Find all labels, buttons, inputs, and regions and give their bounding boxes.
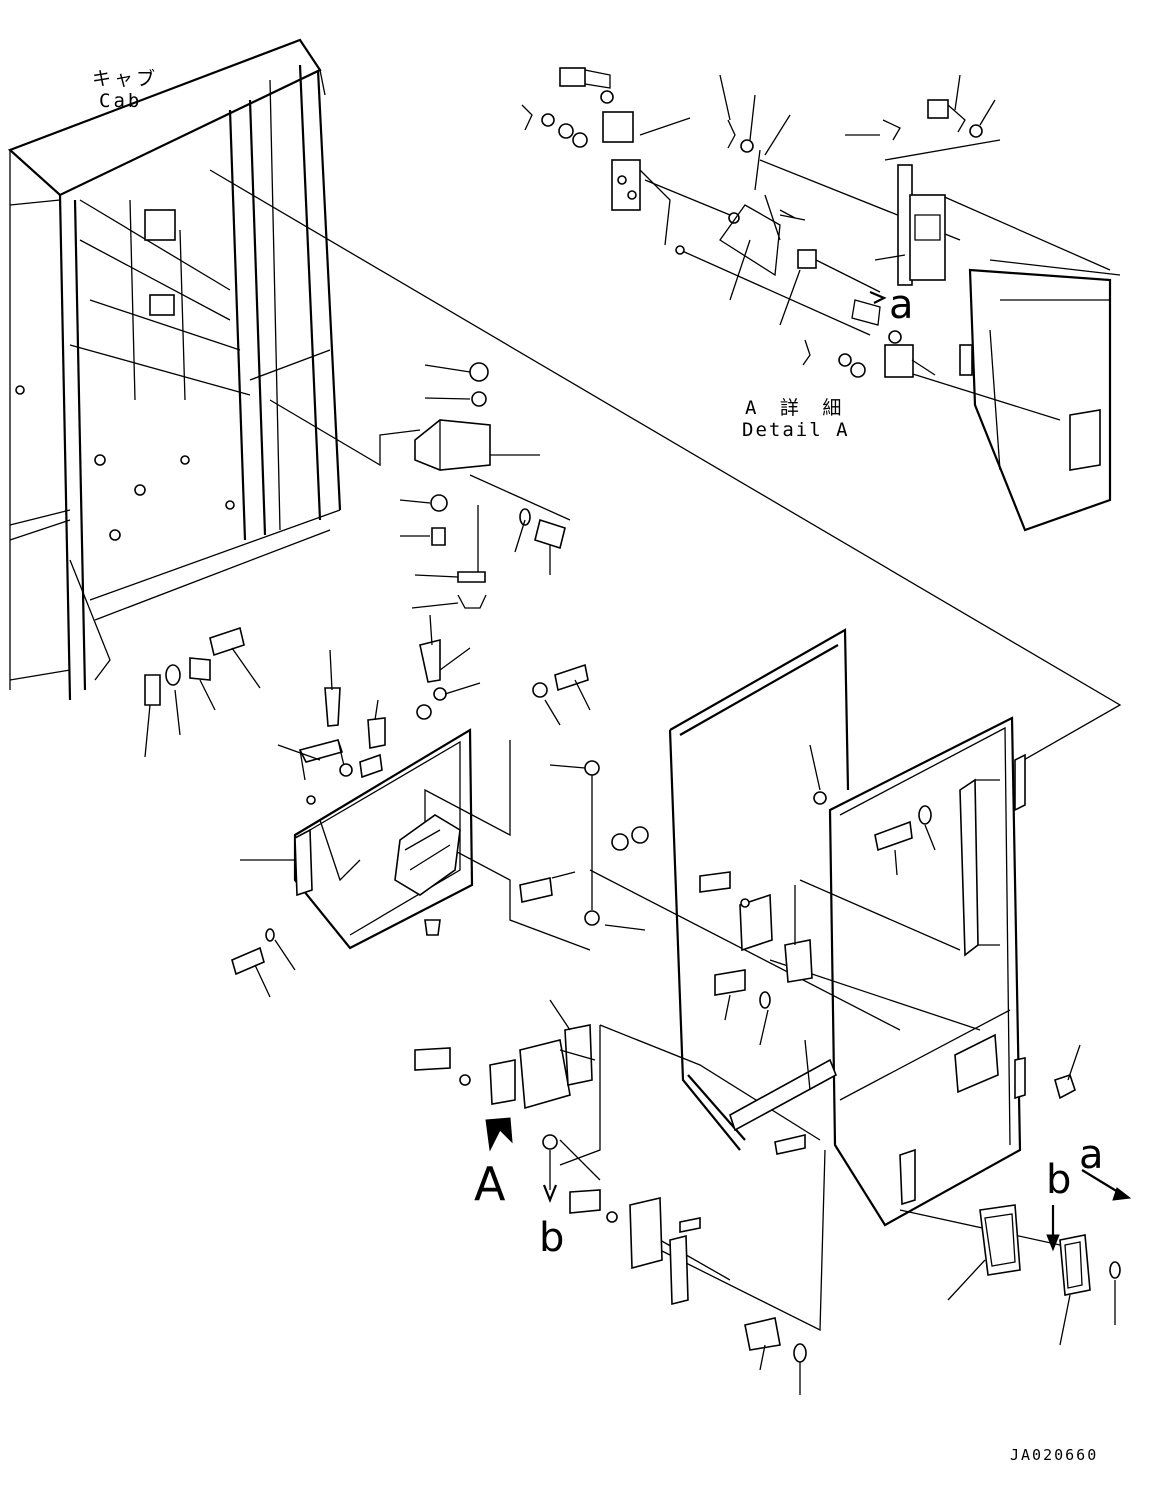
handle-assembly [569, 1169, 1132, 1395]
drawing-code: JA020660 [1010, 1446, 1099, 1464]
cab-frame [7, 38, 342, 701]
latch-assembly [414, 760, 649, 1203]
view-arrow-a-label: A [474, 1157, 506, 1211]
cab-label-en: Cab [99, 90, 143, 112]
reference-a-right: a [1079, 1132, 1104, 1178]
reference-b-left: b [539, 1215, 565, 1261]
inner-door-panel [231, 614, 591, 998]
hinge-bracket-parts [144, 362, 566, 706]
detail-a-assembly [521, 67, 983, 378]
leader-lines [209, 139, 1122, 1332]
cab-side-panel [959, 259, 1121, 532]
reference-b-right: b [1046, 1157, 1072, 1203]
callout-leaders [144, 74, 996, 758]
cab-label-jp: キャブ [92, 68, 159, 90]
main-door-frame [668, 628, 1081, 1227]
reference-a-detail: a [889, 282, 914, 328]
detail-a-label-jp: A 詳 細 [745, 397, 848, 419]
detail-a-label-en: Detail A [742, 419, 850, 441]
